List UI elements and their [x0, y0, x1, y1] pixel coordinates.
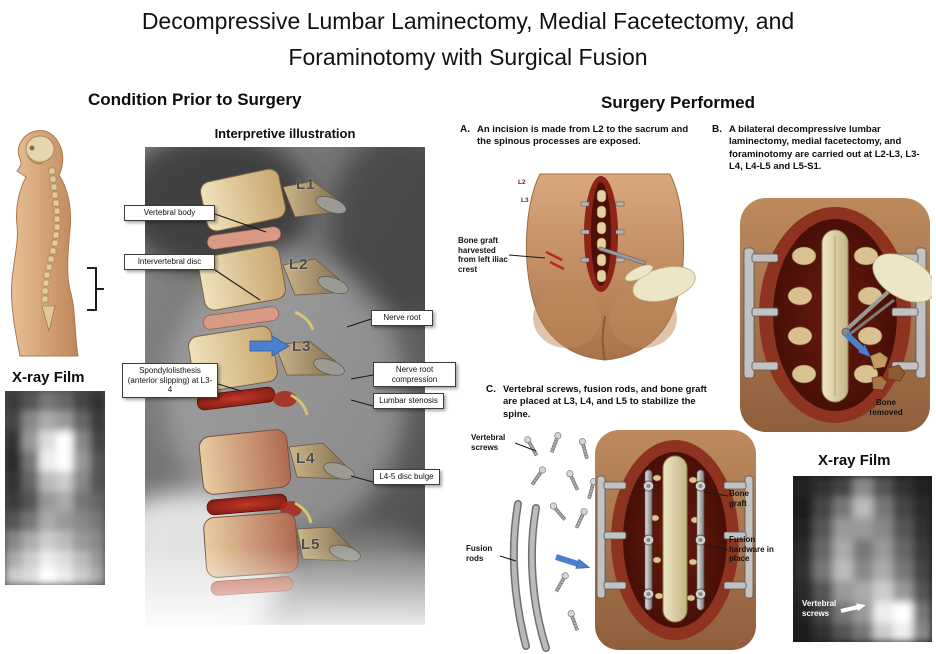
label-bone-graft: Bone graft — [729, 489, 749, 508]
vertebra-label-l3: L3 — [292, 338, 312, 355]
step-c-text: Vertebral screws, fusion rods, and bone … — [503, 384, 707, 420]
surgeon-hand — [598, 246, 696, 302]
section-header-condition: Condition Prior to Surgery — [88, 90, 302, 109]
xray-film-right-image — [793, 476, 932, 642]
title-line-2: Foraminotomy with Surgical Fusion — [288, 44, 648, 70]
label-vertebral-screws: Vertebral screws — [471, 433, 506, 452]
step-c-letter: C. — [486, 384, 496, 395]
title-line-1: Decompressive Lumbar Laminectomy, Medial… — [141, 8, 795, 34]
xray-film-left-title: X-ray Film — [12, 369, 85, 386]
step-b-text: A bilateral decompressive lumbar laminec… — [729, 124, 920, 173]
retractors — [596, 475, 754, 599]
surgical-step-c-illustration — [595, 430, 756, 650]
interpretive-illustration-title: Interpretive illustration — [214, 126, 356, 141]
surgical-step-b-illustration — [740, 198, 932, 432]
surgical-step-a-illustration — [526, 173, 696, 361]
label-spondylolisthesis: Spondylolisthesis (anterior slipping) at… — [122, 363, 218, 398]
xray-annotation-vertebral-screws: Vertebral screws — [802, 599, 837, 618]
bone-graft-chips — [650, 474, 700, 602]
dural-sac — [662, 455, 688, 623]
step-a-letter: A. — [460, 124, 470, 135]
page-title: Decompressive Lumbar Laminectomy, Medial… — [0, 8, 936, 80]
retractor-pins — [580, 201, 625, 263]
surgeon-hand-rongeur — [841, 253, 932, 337]
label-fusion-rods: Fusion rods — [466, 544, 493, 563]
torso-silhouette — [11, 130, 79, 357]
vertebra-label-l4: L4 — [296, 450, 316, 467]
label-intervertebral-disc: Intervertebral disc — [124, 254, 215, 270]
bone-fragments — [869, 351, 906, 391]
label-disc-bulge: L4-5 disc bulge — [373, 469, 440, 485]
fusion-rods-image — [509, 500, 579, 652]
xray-film-left-image — [5, 391, 105, 585]
step-a-mark-l3: L3 — [521, 197, 529, 204]
section-header-surgery: Surgery Performed — [601, 93, 755, 112]
nerve-root-compression-site — [273, 391, 297, 407]
label-vertebral-body: Vertebral body — [124, 205, 215, 221]
step-b-letter: B. — [712, 124, 722, 135]
vertebra-label-l2: L2 — [289, 256, 309, 273]
label-nerve-root-compression: Nerve root compression — [373, 362, 456, 388]
torso-skeleton-illustration — [11, 130, 79, 357]
surgical-instrument — [598, 246, 646, 266]
step-a-text: An incision is made from L2 to the sacru… — [477, 124, 689, 148]
xray-film-right-title: X-ray Film — [818, 452, 891, 469]
bone-edges — [787, 246, 883, 384]
spine-column — [41, 167, 61, 303]
vertebra-label-l1: L1 — [296, 176, 316, 193]
label-fusion-hardware: Fusion hardware in place — [729, 535, 774, 564]
label-bone-graft-harvested: Bone graft harvested from left iliac cre… — [458, 236, 508, 274]
iliac-crest-harvest-site — [545, 250, 565, 271]
label-lumbar-stenosis: Lumbar stenosis — [373, 393, 444, 409]
label-bone-removed: Bone removed — [869, 398, 903, 417]
label-nerve-root: Nerve root — [371, 310, 433, 326]
exposed-spinous-processes — [596, 189, 607, 283]
step-a-mark-l2: L2 — [518, 179, 526, 186]
skull — [25, 135, 55, 163]
vertebra-label-l5: L5 — [301, 536, 321, 553]
vertebra-l4 — [198, 429, 355, 495]
sacrum — [41, 305, 56, 333]
fusion-hardware — [643, 469, 706, 611]
